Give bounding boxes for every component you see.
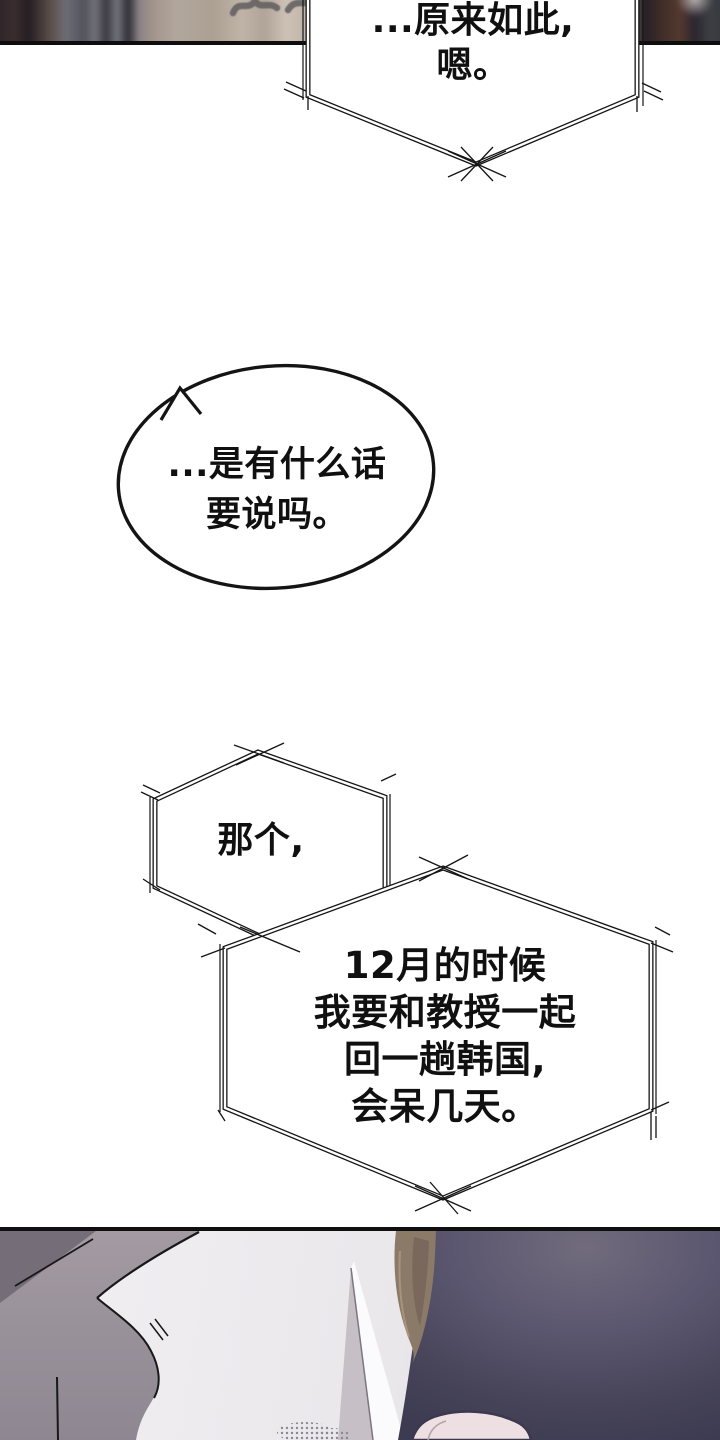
bubble-1-text: ...原来如此, 嗯。	[308, 0, 638, 88]
bubble-4-shape	[197, 854, 674, 1215]
bubble-3-line-1: 那个,	[217, 820, 305, 861]
bubble-1-shape	[283, 0, 664, 182]
bubble-2-shape	[116, 363, 436, 591]
bubble-2-line-2: 要说吗。	[205, 495, 348, 535]
bubble-3-overshoot-line	[239, 926, 301, 953]
halftone-patch	[277, 1422, 350, 1440]
speech-bubbles-layer	[116, 0, 674, 1215]
bubble-3-text: 那个,	[155, 818, 367, 864]
bottom-scene-panel	[0, 1227, 720, 1440]
dark-room-background	[398, 1231, 720, 1440]
bubble-4-text: 12月的时候 我要和教授一起 回一趟韩国, 会呆几天。	[225, 942, 665, 1130]
door-edge-wedge	[338, 1268, 373, 1440]
bubble-1-line-2: 嗯。	[436, 45, 510, 86]
bubble-2-text: ...是有什么话 要说吗。	[116, 440, 438, 540]
character-hair	[394, 1231, 436, 1364]
bubble-4-line-1: 12月的时候	[343, 944, 547, 987]
bubble-4-line-3: 回一趟韩国,	[343, 1038, 547, 1081]
bubble-4-line-4: 会呆几天。	[351, 1085, 539, 1128]
door-edge-line	[350, 1267, 374, 1440]
character-shoulder	[410, 1410, 533, 1440]
bubble-4-line-2: 我要和教授一起	[313, 991, 577, 1034]
bubble-2-line-1: ...是有什么话	[167, 445, 387, 485]
door-light-band	[351, 1261, 404, 1440]
foreground-silhouette	[0, 1231, 200, 1440]
bottom-scene-art	[0, 1231, 720, 1440]
bubble-1-line-1: ...原来如此,	[371, 0, 575, 41]
